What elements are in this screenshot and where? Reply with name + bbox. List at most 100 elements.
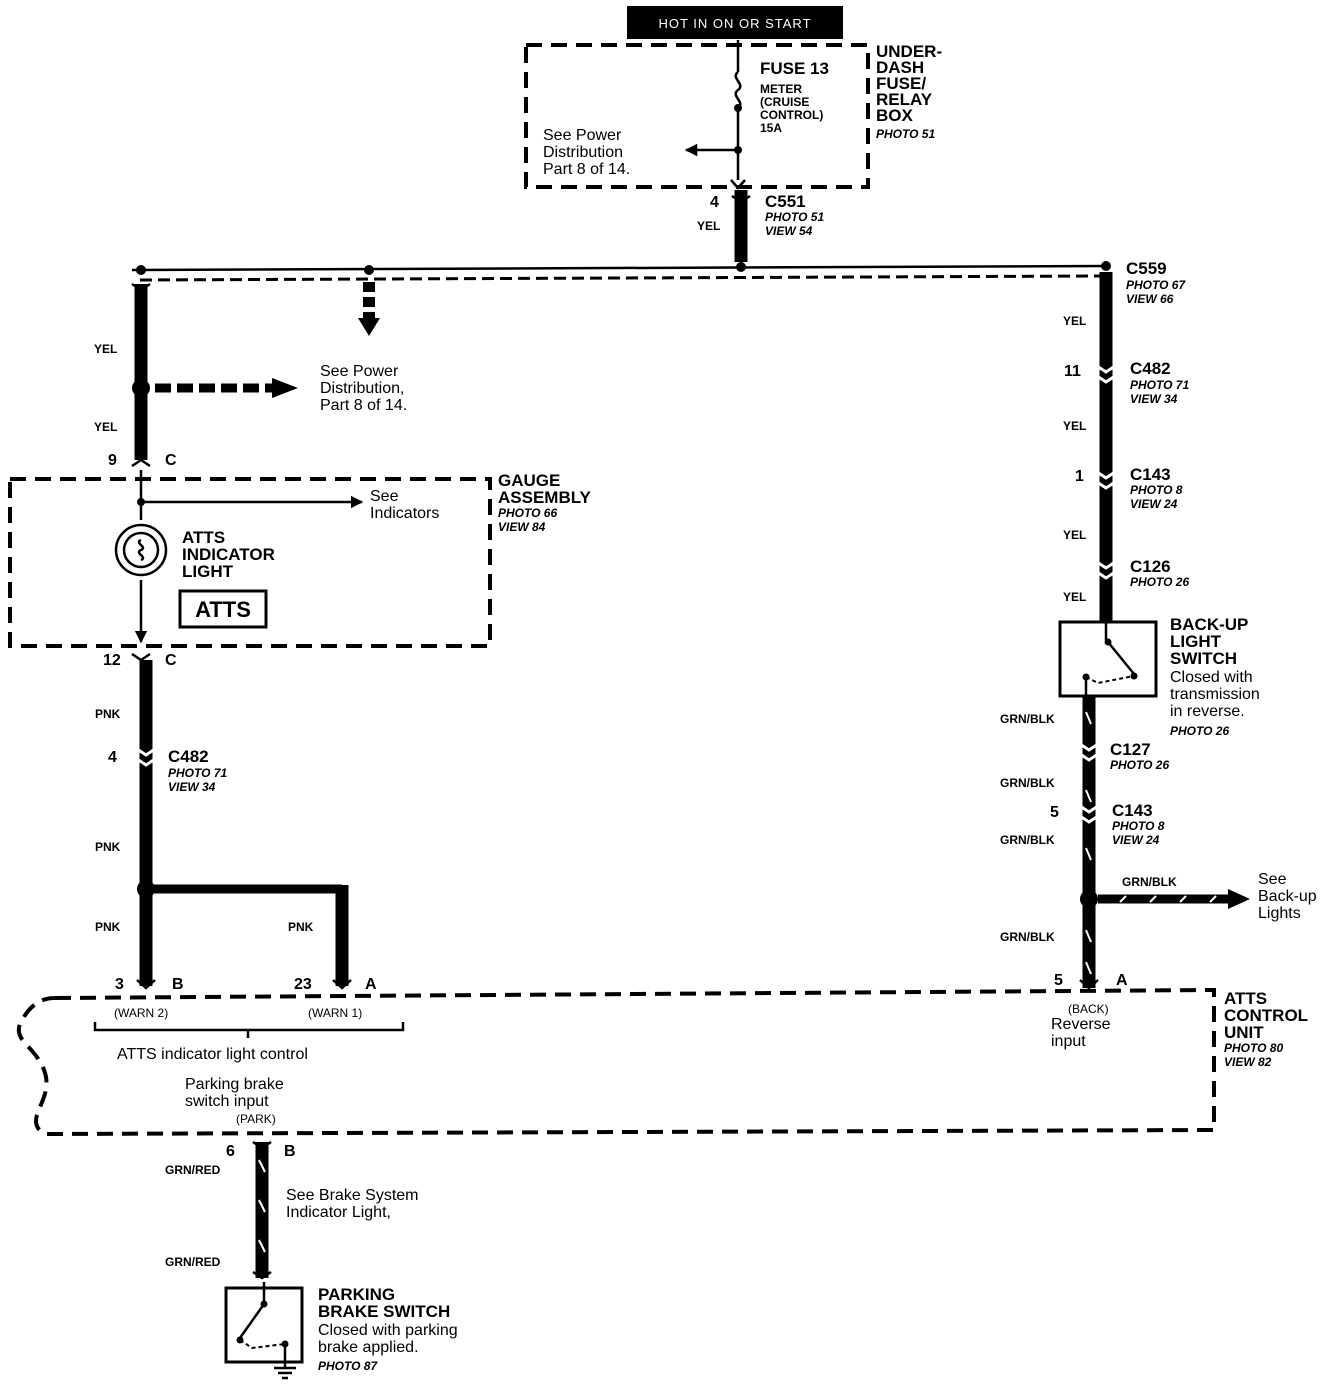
text-line: PARKING [318, 1285, 395, 1304]
text-line: See Brake System [286, 1187, 419, 1204]
pnk-label-4: PNK [288, 920, 314, 934]
c126-photo: PHOTO 26 [1130, 575, 1189, 589]
text-line: ASSEMBLY [498, 488, 592, 507]
pnk-label-2: PNK [95, 840, 121, 854]
indicator-control-label: ATTS indicator light control [117, 1046, 308, 1063]
atts-badge: ATTS [195, 597, 251, 622]
c559-name: C559 [1126, 259, 1167, 278]
pin-back: 5 [1054, 972, 1063, 989]
text-line: LIGHT [182, 562, 234, 581]
text-line: LIGHT [1170, 632, 1222, 651]
text-line: METER [760, 82, 802, 96]
control-unit-view: VIEW 82 [1224, 1055, 1272, 1069]
text-line: Closed with parking [318, 1322, 458, 1339]
c126-name: C126 [1130, 557, 1171, 576]
text-line: Parking brake [185, 1076, 284, 1093]
text-line: input [1051, 1033, 1086, 1050]
text-line: ATTS [182, 528, 225, 547]
label-warn1: (WARN 1) [308, 1006, 362, 1020]
ground-icon [274, 1366, 296, 1380]
c551-view: VIEW 54 [765, 224, 813, 238]
text-line: Reverse [1051, 1016, 1111, 1033]
text-line: RELAY [876, 90, 933, 109]
pin-warn1: 23 [294, 976, 312, 993]
text-line: DASH [876, 58, 924, 77]
power-source-text: HOT IN ON OR START [658, 16, 811, 31]
text-line: Part 8 of 14. [543, 161, 630, 178]
conn-warn1: A [365, 976, 377, 993]
c143-lower-name: C143 [1112, 801, 1153, 820]
wire-yel-label-2: YEL [94, 420, 117, 434]
text-line: INDICATOR [182, 545, 275, 564]
text-line: SWITCH [1170, 649, 1237, 668]
gauge-out-pin: 12 [103, 652, 121, 669]
parking-switch-photo: PHOTO 87 [318, 1359, 378, 1373]
wire-yel-label-1: YEL [94, 342, 117, 356]
text-line: See [370, 488, 399, 505]
power-bus-dashed [139, 274, 1101, 282]
text-line: See [1258, 871, 1287, 888]
c127-name: C127 [1110, 740, 1151, 759]
text-line: GAUGE [498, 471, 560, 490]
c551-wire: YEL [697, 219, 720, 233]
grn-blk-3: GRN/BLK [1000, 833, 1055, 847]
text-line: Lights [1258, 905, 1301, 922]
gauge-in-conn: C [165, 452, 177, 469]
c482-right-pin: 11 [1064, 363, 1081, 380]
c143-lower-pin: 5 [1050, 804, 1059, 821]
yel-right-4: YEL [1063, 590, 1086, 604]
grn-red-1: GRN/RED [165, 1163, 221, 1177]
gauge-view: VIEW 84 [498, 520, 546, 534]
text-line: BACK-UP [1170, 615, 1248, 634]
text-line: Closed with [1170, 669, 1253, 686]
pin-park: 6 [226, 1143, 235, 1160]
grn-blk-2: GRN/BLK [1000, 776, 1055, 790]
c143-lower-view: VIEW 24 [1112, 833, 1160, 847]
yel-right-2: YEL [1063, 419, 1086, 433]
backup-switch-photo: PHOTO 26 [1170, 724, 1229, 738]
c559-view: VIEW 66 [1126, 292, 1174, 306]
grn-blk-4: GRN/BLK [1122, 875, 1177, 889]
yel-right-3: YEL [1063, 528, 1086, 542]
label-park: (PARK) [236, 1112, 276, 1126]
conn-park: B [284, 1143, 296, 1160]
c143-right-pin: 1 [1075, 468, 1084, 485]
label-back: (BACK) [1068, 1002, 1109, 1016]
text-line: Distribution [543, 144, 623, 161]
grn-blk-5: GRN/BLK [1000, 930, 1055, 944]
power-source-label: HOT IN ON OR START [627, 6, 843, 39]
pnk-label-1: PNK [95, 707, 121, 721]
conn-back: A [1116, 972, 1128, 989]
pnk-label-3: PNK [95, 920, 121, 934]
text-line: FUSE/ [876, 74, 926, 93]
c482-right-name: C482 [1130, 359, 1171, 378]
text-line: brake applied. [318, 1339, 419, 1356]
c482-left-photo: PHOTO 71 [168, 766, 227, 780]
indicator-bulb-icon [114, 523, 168, 577]
gauge-in-pin: 9 [108, 452, 117, 469]
gauge-out-conn: C [165, 652, 177, 669]
yel-right-1: YEL [1063, 314, 1086, 328]
text-line: 15A [760, 121, 782, 135]
c482-left-pin: 4 [108, 749, 117, 766]
text-line: Back-up [1258, 888, 1317, 905]
text-line: UNDER- [876, 42, 942, 61]
control-unit-photo: PHOTO 80 [1224, 1041, 1283, 1055]
text-line: ATTS [1224, 989, 1267, 1008]
text-line: UNIT [1224, 1023, 1264, 1042]
c551-photo: PHOTO 51 [765, 210, 824, 224]
text-line: Distribution, [320, 380, 404, 397]
